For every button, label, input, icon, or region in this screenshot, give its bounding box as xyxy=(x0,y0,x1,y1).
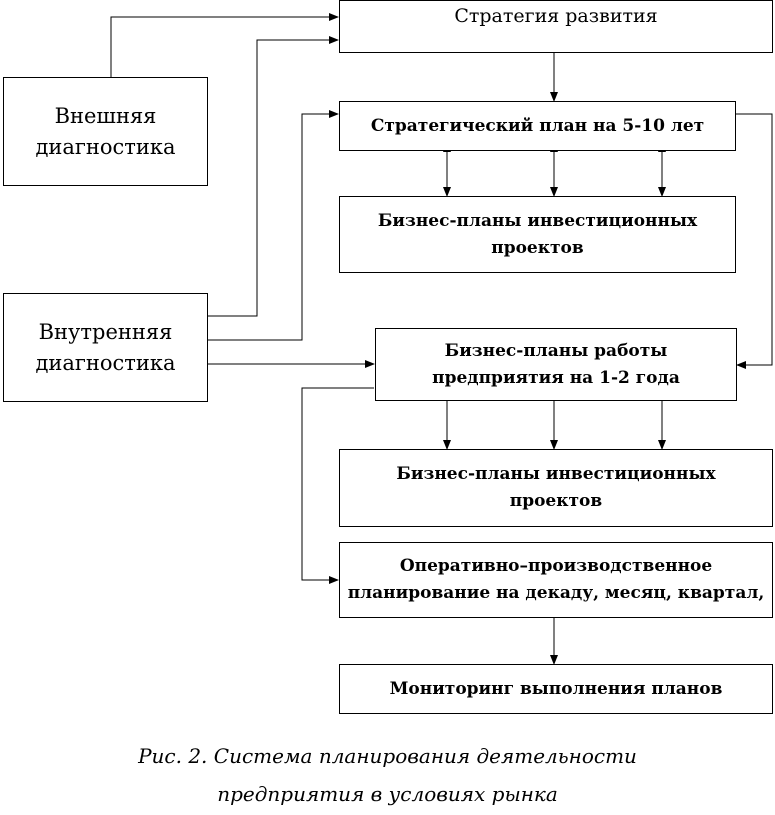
box-invest-plans-1: Бизнес-планы инвестиционных проектов xyxy=(339,196,736,273)
strategic-plan-label: Стратегический план на 5-10 лет xyxy=(370,115,705,136)
strategy-label: Стратегия развития xyxy=(454,5,658,27)
arrow-internal-to-strategic-plan xyxy=(207,110,339,341)
operational-line-2: планирование на декаду, месяц, квартал, xyxy=(347,583,765,603)
box-invest-plans-2: Бизнес-планы инвестиционных проектов xyxy=(339,449,773,527)
box-business-plans: Бизнес-планы работы предприятия на 1-2 г… xyxy=(375,328,737,401)
arrow-plan-to-business xyxy=(736,113,773,369)
box-strategy: Стратегия развития xyxy=(339,0,773,53)
invest2-line-1: Бизнес-планы инвестиционных xyxy=(396,464,716,484)
box-strategic-plan: Стратегический план на 5-10 лет xyxy=(339,101,736,151)
arrow-external-to-strategy xyxy=(110,13,339,77)
invest1-line-2: проектов xyxy=(491,237,584,258)
monitoring-label: Мониторинг выполнения планов xyxy=(389,678,723,699)
internal-line-1: Внутренняя xyxy=(38,319,173,344)
box-external-diagnostics: Внешняя диагностика xyxy=(3,77,208,186)
arrow-business-to-operational xyxy=(301,387,374,584)
box-operational-planning: Оперативно–производственное планирование… xyxy=(339,542,773,618)
internal-line-2: диагностика xyxy=(35,350,176,375)
invest2-line-2: проектов xyxy=(509,491,603,511)
business-line-2: предприятия на 1-2 года xyxy=(432,367,680,388)
figure-caption-line-2: предприятия в условиях рынка xyxy=(217,782,558,806)
figure-caption-line-1: Рис. 2. Система планирования деятельност… xyxy=(138,744,637,768)
external-line-1: Внешняя xyxy=(54,103,157,128)
operational-line-1: Оперативно–производственное xyxy=(399,556,713,576)
invest1-line-1: Бизнес-планы инвестиционных xyxy=(377,210,698,231)
box-monitoring: Мониторинг выполнения планов xyxy=(339,664,773,714)
arrow-internal-to-strategy xyxy=(207,36,339,317)
box-internal-diagnostics: Внутренняя диагностика xyxy=(3,293,208,402)
external-line-2: диагностика xyxy=(35,134,176,159)
business-line-1: Бизнес-планы работы xyxy=(444,340,668,361)
